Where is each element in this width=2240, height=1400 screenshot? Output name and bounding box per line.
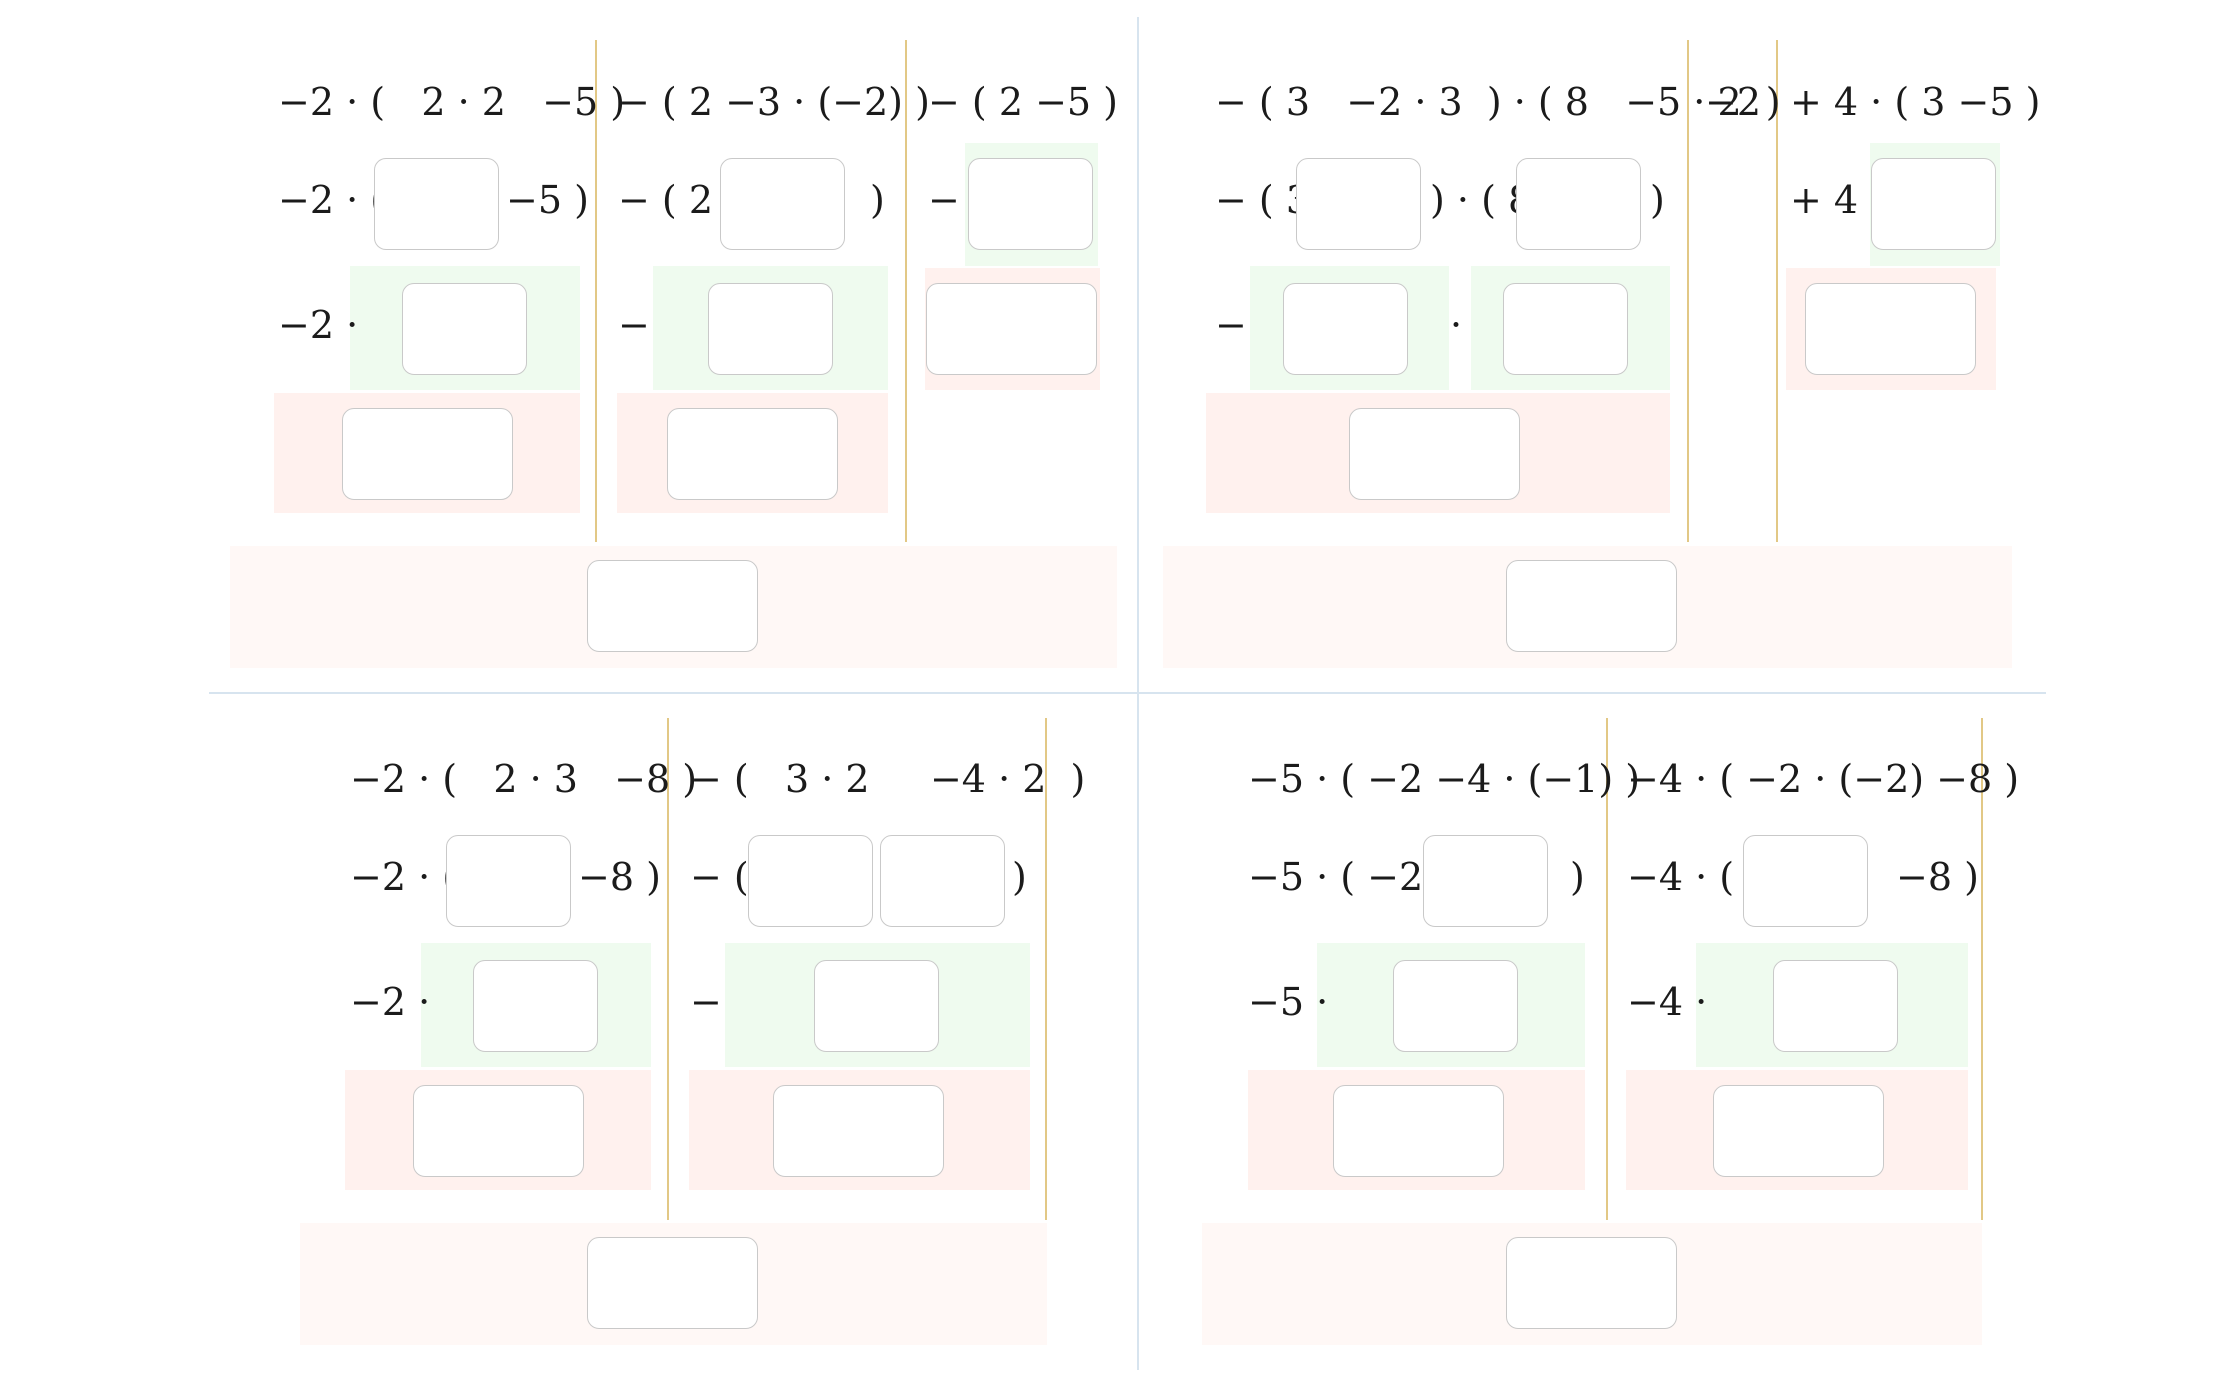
expression: −5 · ( −2 −4 · (−1) )	[1248, 757, 1641, 801]
answer-input[interactable]	[413, 1085, 584, 1177]
column-separator	[905, 40, 907, 542]
expression: ·	[1450, 303, 1463, 347]
column-separator	[1045, 718, 1047, 1220]
answer-input[interactable]	[1871, 158, 1996, 250]
answer-input[interactable]	[473, 960, 598, 1052]
expression: −5 ·	[1248, 980, 1329, 1024]
column-separator	[595, 40, 597, 542]
answer-input[interactable]	[342, 408, 513, 500]
final-answer-input[interactable]	[1506, 560, 1677, 652]
exercise-4: −5 · ( −2 −4 · (−1) ) −5 · ( −2 ) −5 · −…	[1120, 700, 2240, 1400]
exercise-2: − ( 3 −2 · 3 ) · ( 8 −5 · 2 ) − ( 3 ) · …	[1120, 0, 2240, 700]
answer-input[interactable]	[1296, 158, 1421, 250]
answer-input[interactable]	[1393, 960, 1518, 1052]
column-separator	[1606, 718, 1608, 1220]
final-answer-input[interactable]	[1506, 1237, 1677, 1329]
expression: −2 · (	[350, 855, 458, 899]
exercise-3: −2 · ( 2 · 3 −8 ) −2 · ( −8 ) −2 · − ( 3…	[0, 700, 1120, 1400]
expression: −2 ·	[278, 303, 359, 347]
column-separator	[1981, 718, 1983, 1220]
answer-input[interactable]	[814, 960, 939, 1052]
answer-input[interactable]	[720, 158, 845, 250]
answer-input[interactable]	[968, 158, 1093, 250]
final-answer-input[interactable]	[587, 560, 758, 652]
answer-input[interactable]	[402, 283, 527, 375]
expression: −2	[1705, 80, 1762, 124]
expression: − ( 3 · 2 −4 · 2 )	[690, 757, 1086, 801]
expression: −	[928, 178, 960, 222]
expression: −	[618, 303, 650, 347]
answer-input[interactable]	[446, 835, 571, 927]
answer-input[interactable]	[1349, 408, 1520, 500]
answer-input[interactable]	[1773, 960, 1898, 1052]
answer-input[interactable]	[708, 283, 833, 375]
divider-horizontal	[209, 692, 2046, 694]
expression: −2 · ( 2 · 2 −5 )	[278, 80, 626, 124]
expression: −5 · ( −2	[1248, 855, 1424, 899]
answer-input[interactable]	[1516, 158, 1641, 250]
expression: − ( 3 −2 · 3 ) · ( 8 −5 · 2 )	[1215, 80, 1781, 124]
expression: −4 · (	[1627, 855, 1735, 899]
expression: −8 )	[1896, 855, 1979, 899]
expression: −	[1215, 303, 1247, 347]
expression: − ( 2 −5 )	[928, 80, 1118, 124]
expression: + 4 · ( 3 −5 )	[1790, 80, 2041, 124]
answer-input[interactable]	[374, 158, 499, 250]
expression: − ( 2	[618, 178, 713, 222]
expression: −2 · (	[278, 178, 386, 222]
answer-input[interactable]	[1503, 283, 1628, 375]
column-separator	[1687, 40, 1689, 542]
expression: −2 ·	[350, 980, 431, 1024]
expression: − ( 2 −3 · (−2) )	[618, 80, 930, 124]
answer-input[interactable]	[667, 408, 838, 500]
expression: )	[870, 178, 885, 222]
answer-input[interactable]	[1283, 283, 1408, 375]
answer-input[interactable]	[773, 1085, 944, 1177]
answer-input[interactable]	[748, 835, 873, 927]
column-separator	[667, 718, 669, 1220]
answer-input[interactable]	[880, 835, 1005, 927]
column-separator	[1776, 40, 1778, 542]
answer-input[interactable]	[926, 283, 1097, 375]
expression: )	[1650, 178, 1665, 222]
expression: + 4 ·	[1790, 178, 1883, 222]
expression: −5 )	[506, 178, 589, 222]
expression: −4 · ( −2 · (−2) −8 )	[1627, 757, 2020, 801]
expression: −2 · ( 2 · 3 −8 )	[350, 757, 698, 801]
answer-input[interactable]	[1423, 835, 1548, 927]
final-answer-input[interactable]	[587, 1237, 758, 1329]
expression: )	[1012, 855, 1027, 899]
expression: )	[1570, 855, 1585, 899]
answer-input[interactable]	[1805, 283, 1976, 375]
answer-input[interactable]	[1333, 1085, 1504, 1177]
expression: −4 ·	[1627, 980, 1708, 1024]
answer-input[interactable]	[1713, 1085, 1884, 1177]
exercise-1: −2 · ( 2 · 2 −5 ) −2 · ( −5 ) −2 · − ( 2…	[0, 0, 1120, 700]
expression: −8 )	[578, 855, 661, 899]
expression: −	[690, 980, 722, 1024]
expression: − (	[690, 855, 749, 899]
answer-input[interactable]	[1743, 835, 1868, 927]
